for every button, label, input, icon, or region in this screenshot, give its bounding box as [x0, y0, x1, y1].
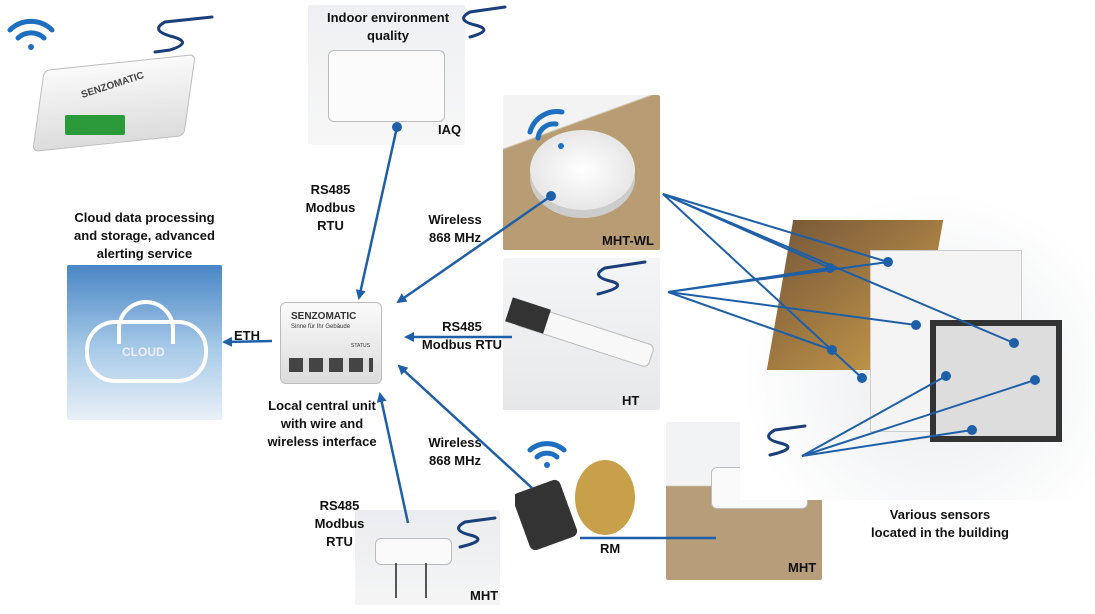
- mht-arrow: [376, 392, 410, 524]
- cable-icon-ht: [596, 260, 647, 296]
- iaq-title: Indoor environment quality: [326, 10, 450, 43]
- mht-sensor-photo-bottom: [355, 510, 500, 605]
- building-caption: Various sensors located in the building: [871, 507, 1009, 540]
- central-brand: SENZOMATIC: [291, 311, 357, 322]
- rm-arrow: [397, 364, 533, 489]
- eth-label: ETH: [234, 328, 260, 343]
- iaq-link-label: RS485 Modbus RTU: [305, 182, 356, 233]
- ht-link-label: RS485 Modbus RTU: [421, 319, 503, 352]
- ht-tag: HT: [622, 393, 640, 408]
- iaq-arrow: [355, 126, 399, 300]
- gateway-photo: SENZOMATIC: [0, 0, 240, 190]
- iaq-tag: IAQ: [438, 122, 462, 137]
- ht-sensor-photo: [503, 258, 660, 410]
- cloud-label: CLOUD: [122, 345, 165, 359]
- wifi-icon-mht-wl: [527, 109, 565, 149]
- central-status: STATUS: [351, 343, 370, 349]
- iaq-sensor-photo: [308, 5, 465, 145]
- wifi-icon-gateway: [7, 18, 55, 50]
- cable-icon-mht-bottom: [457, 516, 497, 549]
- mht-tag-right: MHT: [788, 560, 817, 575]
- building-illustration: [740, 190, 1095, 500]
- central-unit: SENZOMATIC Sinne für Ihr Gebäude STATUS: [280, 302, 382, 384]
- cable-icon-gateway: [153, 15, 214, 54]
- mht-tag-bottom: MHT: [470, 588, 499, 603]
- cable-icon-mht-right: [767, 424, 807, 457]
- wifi-icon-rm: [527, 441, 567, 468]
- central-subtitle: Sinne für Ihr Gebäude: [291, 324, 351, 330]
- mht-wl-tag: MHT-WL: [602, 233, 654, 248]
- rm-link-label: Wireless 868 MHz: [428, 435, 482, 468]
- sensor-dots: [392, 122, 1040, 435]
- eth-arrow: [222, 336, 273, 347]
- central-caption: Local central unit with wire and wireles…: [267, 398, 377, 449]
- rm-sensor-photo: [515, 445, 645, 555]
- mht-wl-arrow: [396, 194, 552, 304]
- rm-tag: RM: [600, 541, 621, 556]
- mht-wl-link-label: Wireless 868 MHz: [428, 212, 482, 245]
- mht-link-label: RS485 Modbus RTU: [314, 498, 365, 549]
- mht-wl-sensor-photo: [503, 95, 660, 250]
- cloud-caption: Cloud data processing and storage, advan…: [74, 210, 215, 261]
- building-sensor-lines: [662, 193, 1036, 457]
- cable-icon-iaq: [462, 5, 507, 39]
- cloud-image: CLOUD: [67, 265, 222, 420]
